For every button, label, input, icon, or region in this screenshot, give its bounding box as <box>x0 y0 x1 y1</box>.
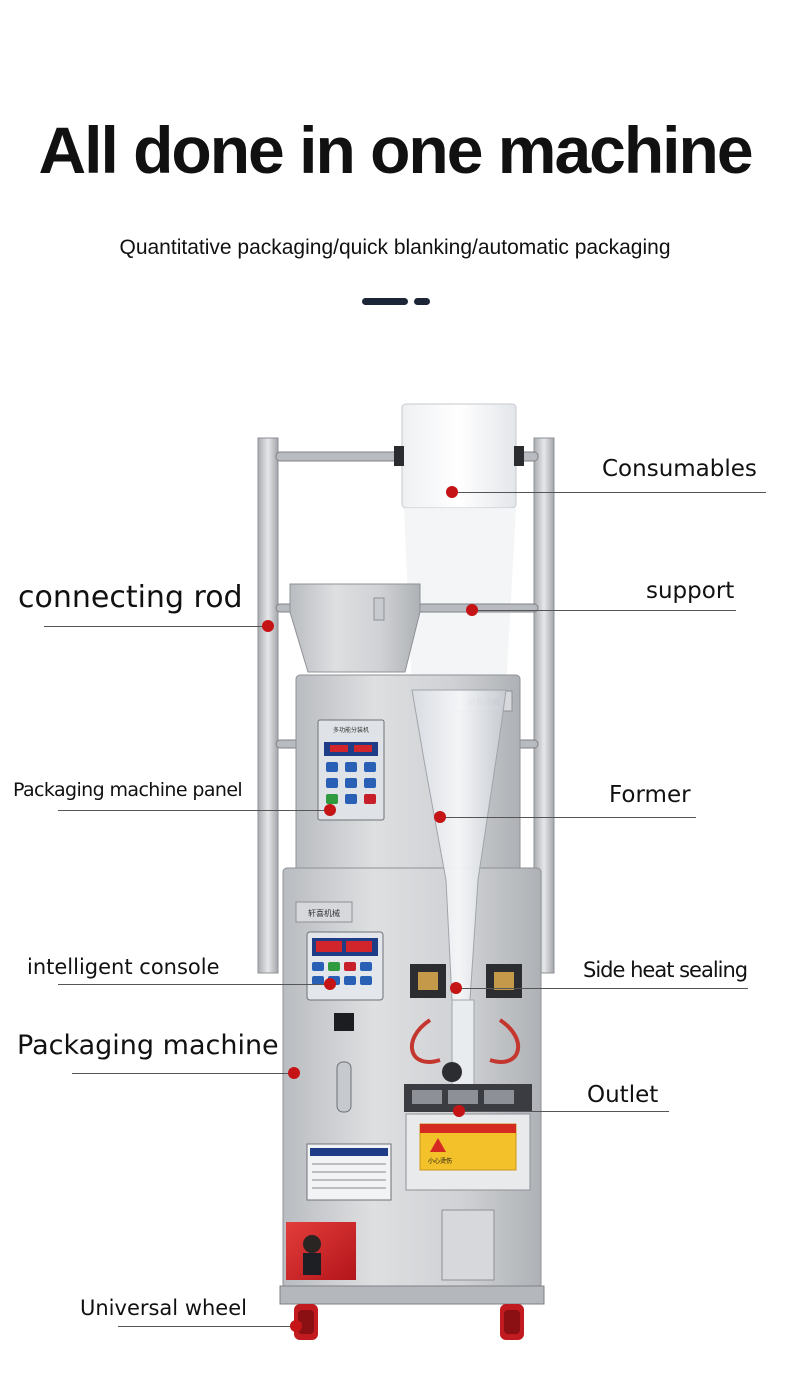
callout-console-label: intelligent console <box>27 955 220 979</box>
callout-packaging-machine-line <box>72 1073 294 1074</box>
callout-universal-wheel-label: Universal wheel <box>80 1296 247 1320</box>
callout-console-line <box>58 984 330 985</box>
callout-connecting-rod-dot <box>262 620 274 632</box>
brand-badge-lower: 轩喜机械 <box>308 908 340 918</box>
right-upright <box>533 437 555 974</box>
title-divider-short <box>414 298 430 305</box>
callout-outlet-dot <box>453 1105 465 1117</box>
callout-packaging-machine-dot <box>288 1067 300 1079</box>
callout-panel-line <box>58 810 330 811</box>
page-title: All done in one machine <box>38 113 753 187</box>
callout-universal-wheel-dot <box>290 1320 302 1332</box>
title-divider-long <box>362 298 408 305</box>
callout-consumables-dot <box>446 486 458 498</box>
callout-side-heat-sealing-label: Side heat sealing <box>583 958 748 982</box>
callout-consumables-line <box>452 492 766 493</box>
callout-support-line <box>472 610 736 611</box>
svg-text:多功能分装机: 多功能分装机 <box>333 726 369 734</box>
page-subtitle: Quantitative packaging/quick blanking/au… <box>119 236 671 259</box>
callout-console-dot <box>324 978 336 990</box>
callout-side-heat-sealing-line <box>456 988 748 989</box>
callout-outlet-line <box>459 1111 669 1112</box>
callout-packaging-machine-label: Packaging machine <box>17 1030 279 1061</box>
callout-connecting-rod-line <box>44 626 268 627</box>
callout-outlet-label: Outlet <box>587 1082 659 1108</box>
left-upright <box>257 437 279 974</box>
callout-support-label: support <box>646 578 735 604</box>
callout-panel-label: Packaging machine panel <box>13 779 243 801</box>
callout-former-dot <box>434 811 446 823</box>
callout-panel-dot <box>324 804 336 816</box>
callout-side-heat-sealing-dot <box>450 982 462 994</box>
svg-text:小心烫伤: 小心烫伤 <box>428 1157 452 1165</box>
callout-former-line <box>440 817 696 818</box>
callout-universal-wheel-line <box>118 1326 296 1327</box>
callout-consumables-label: Consumables <box>602 456 757 482</box>
callout-support-dot <box>466 604 478 616</box>
callout-connecting-rod-label: connecting rod <box>18 580 243 615</box>
callout-former-label: Former <box>609 782 691 808</box>
